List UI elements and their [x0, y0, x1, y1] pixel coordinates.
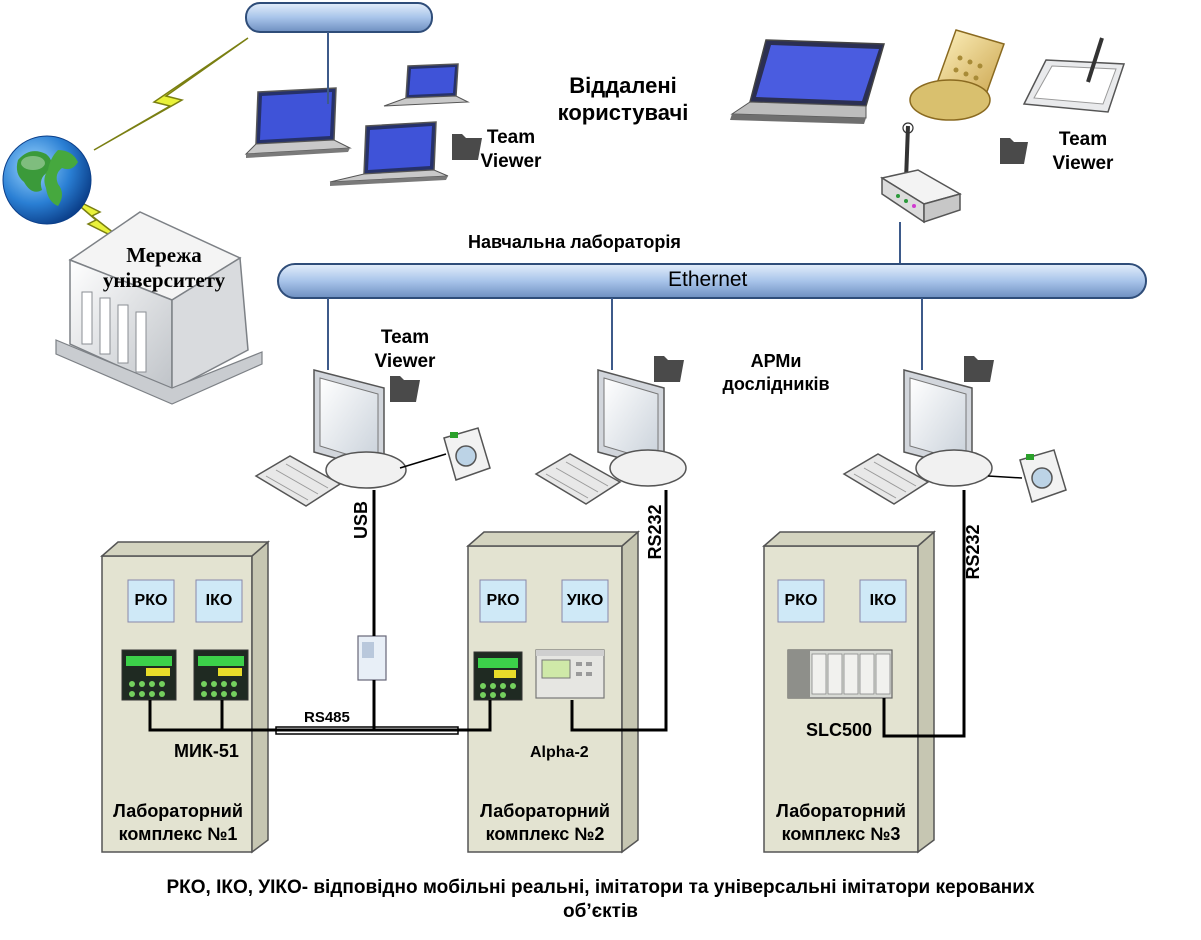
- usb-label: USB: [351, 501, 371, 540]
- top-cable: [245, 2, 433, 33]
- rs485-cable: [275, 726, 459, 735]
- object-box: [127, 579, 175, 623]
- tablet-icon: [1022, 37, 1126, 113]
- laptop-icon: [244, 87, 352, 158]
- university-building-icon: [55, 211, 263, 405]
- object-box-label: ІКО: [205, 592, 233, 609]
- object-box: [859, 579, 907, 623]
- camera-icon: [1019, 449, 1067, 503]
- camera-icon: [443, 427, 491, 481]
- remote-users-label: Віддалені користувачі: [557, 73, 689, 125]
- workstation-icon: [534, 369, 687, 505]
- object-box: [777, 579, 825, 623]
- ethernet-label: Ethernet: [668, 268, 748, 291]
- controller-module-icon: [121, 649, 177, 701]
- rs232-label: RS232: [645, 504, 665, 560]
- controller-label: Alpha-2: [530, 744, 589, 761]
- training-lab-label: Навчальна лабораторія: [468, 232, 681, 252]
- workstation-icon: [842, 369, 993, 505]
- object-box-label: РКО: [134, 592, 168, 609]
- controller-label: SLC500: [806, 720, 873, 740]
- globe-icon: [2, 135, 92, 225]
- footnote: РКО, ІКО, УІКО- відповідно мобільні реал…: [166, 877, 1035, 922]
- plc-slc500-icon: [787, 649, 893, 699]
- object-box: [479, 579, 527, 623]
- controller-module-icon: [193, 649, 249, 701]
- object-box-label: РКО: [784, 592, 818, 609]
- usb-converter-icon: [357, 635, 387, 681]
- object-box-label: ІКО: [869, 592, 897, 609]
- rs232-label: RS232: [963, 524, 983, 580]
- laptop-icon: [329, 121, 449, 186]
- lab-panel: [100, 540, 270, 854]
- object-box: [195, 579, 243, 623]
- controller-label: МИК-51: [174, 741, 239, 761]
- rs485-label: RS485: [304, 709, 350, 726]
- laptop-icon: [383, 63, 470, 107]
- router-icon: [880, 122, 962, 224]
- object-box-label: УІКО: [566, 592, 604, 609]
- object-box: [561, 579, 609, 623]
- folder-icon: [390, 134, 1028, 402]
- lightning-bolt-icon: [67, 37, 249, 245]
- laptop-icon: [730, 39, 885, 124]
- phone-icon: [909, 29, 1005, 121]
- plc-alpha-icon: [535, 649, 605, 699]
- workstation-icon: [254, 369, 407, 507]
- controller-module-icon: [473, 651, 523, 701]
- object-box-label: РКО: [486, 592, 520, 609]
- ethernet-bus: [277, 263, 1147, 299]
